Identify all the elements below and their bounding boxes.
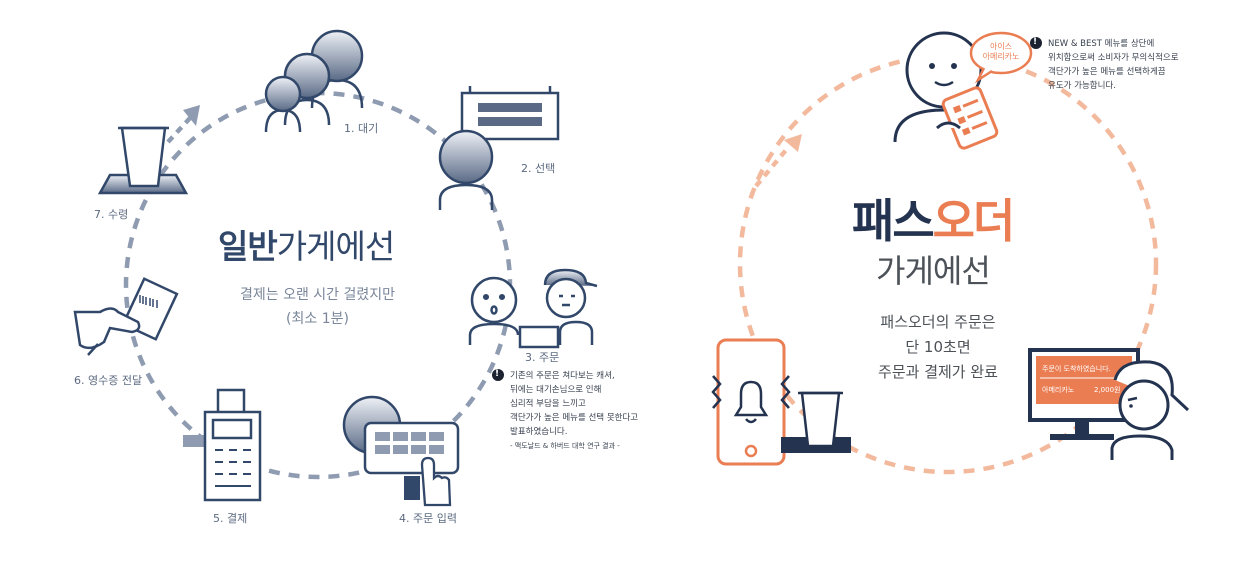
- pos-input-icon: [344, 397, 458, 505]
- left-subtitle: 결제는 오랜 시간 걸렸지만 (최소 1분): [210, 283, 425, 331]
- step-2-label: 2. 선택: [521, 160, 555, 176]
- bubble-line2: 아메리카노: [971, 52, 1031, 62]
- left-note-line: 객단가가 높은 메뉴를 선택 못한다고: [510, 411, 670, 425]
- screen-item: 아메리카노: [1042, 385, 1074, 395]
- right-note-line: 객단가가 높은 메뉴를 선택하게끔: [1048, 65, 1238, 79]
- step-6-label: 6. 영수증 전달: [74, 372, 142, 388]
- step-4-label: 4. 주문 입력: [399, 510, 457, 526]
- right-title: 패스오더: [852, 185, 1013, 251]
- right-title-line2: 가게에선: [876, 246, 990, 292]
- screen-price: 2,000원: [1094, 385, 1120, 395]
- staff-icon: [1112, 362, 1188, 460]
- right-note-line: 위치함으로써 소비자가 무의식적으로: [1048, 51, 1238, 65]
- step-5-label: 5. 결제: [213, 510, 247, 526]
- left-note-line: 뒤에는 대기손님으로 인해: [510, 383, 670, 397]
- card-terminal-icon: [183, 390, 260, 500]
- cashier-icon: [520, 270, 597, 347]
- right-subtitle: 패스오더의 주문은 단 10초면 주문과 결제가 완료: [848, 310, 1028, 385]
- left-title-strong: 일반: [218, 227, 277, 266]
- bubble-line1: 아이스: [971, 42, 1031, 52]
- left-note-mark: !: [495, 369, 499, 379]
- left-subtitle-line1: 결제는 오랜 시간 걸렸지만: [210, 283, 425, 307]
- right-subtitle-line1: 패스오더의 주문은: [848, 310, 1028, 335]
- right-title-part1: 패스: [852, 194, 933, 248]
- left-note: 기존의 주문은 쳐다보는 캐셔, 뒤에는 대기손님으로 인해 심리적 부담을 느…: [510, 369, 670, 453]
- left-title-rest: 가게에선: [277, 227, 394, 266]
- receipt-hand-icon: [75, 279, 177, 355]
- phone-notification-icon: [713, 340, 789, 464]
- step-1-label: 1. 대기: [344, 120, 378, 136]
- left-note-source: - 맥도날드 & 하버드 대학 연구 결과 -: [510, 439, 670, 453]
- right-note: NEW & BEST 메뉴를 상단에 위치함으로써 소비자가 무의식적으로 객단…: [1048, 37, 1238, 93]
- left-note-line: 기존의 주문은 쳐다보는 캐셔,: [510, 369, 670, 383]
- right-subtitle-line3: 주문과 결제가 완료: [848, 360, 1028, 385]
- waiting-people-icon: [266, 31, 362, 132]
- right-subtitle-line2: 단 10초면: [848, 335, 1028, 360]
- step-7-label: 7. 수령: [94, 206, 128, 222]
- left-cycle-arrow-icon: [168, 105, 200, 142]
- right-note-mark: !: [1033, 37, 1037, 47]
- right-note-line: NEW & BEST 메뉴를 상단에: [1048, 37, 1238, 51]
- customer-face-icon: [470, 278, 518, 345]
- right-title-part2: 오더: [933, 194, 1014, 248]
- speech-bubble-text: 아이스 아메리카노: [971, 42, 1031, 62]
- step-3-label: 3. 주문: [525, 349, 559, 365]
- left-note-line: 심리적 부담을 느끼고: [510, 397, 670, 411]
- choosing-person-icon: [440, 131, 492, 210]
- menu-board-icon: [462, 86, 558, 139]
- right-note-line: 유도가 가능합니다.: [1048, 79, 1238, 93]
- left-note-line: 발표하였습니다.: [510, 425, 670, 439]
- left-subtitle-line2: (최소 1분): [210, 307, 425, 331]
- left-title: 일반가게에선: [218, 220, 394, 268]
- screen-title: 주문이 도착하였습니다.: [1042, 364, 1111, 374]
